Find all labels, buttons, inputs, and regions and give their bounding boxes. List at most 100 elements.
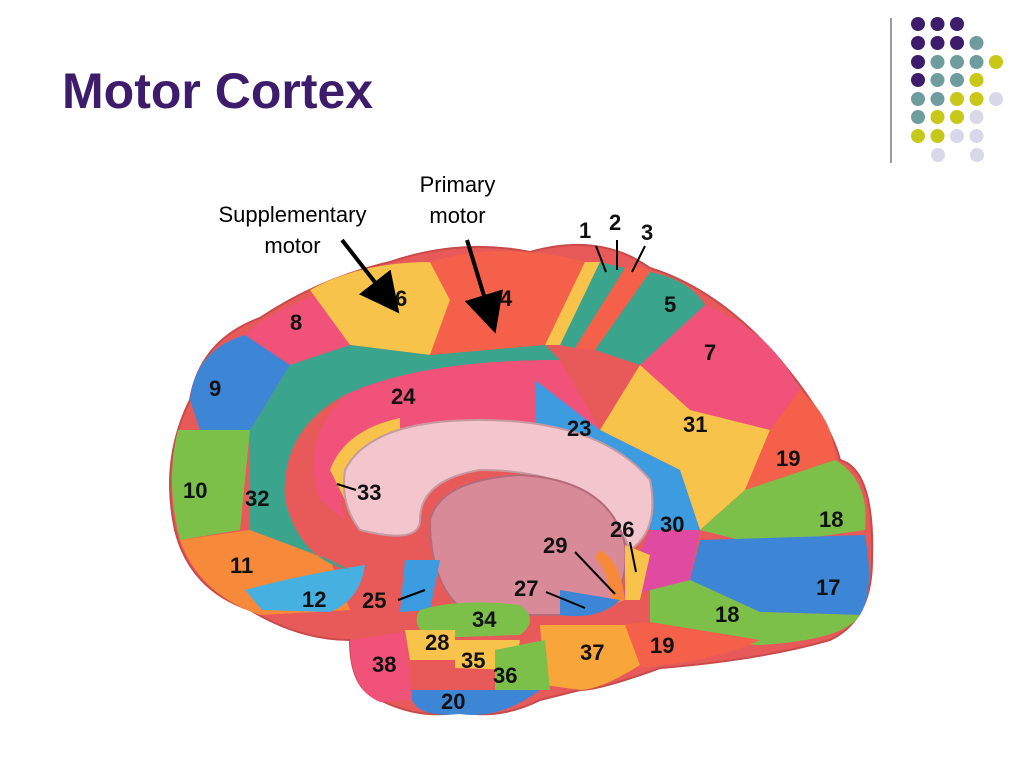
leader-2 xyxy=(631,245,646,273)
decorative-dot xyxy=(911,55,925,69)
area-28 xyxy=(405,630,455,660)
area-34 xyxy=(416,602,530,638)
decorative-dot xyxy=(930,17,945,31)
area-37 xyxy=(540,625,640,690)
area-24 xyxy=(313,360,600,520)
decorative-dot xyxy=(950,92,964,106)
area-5 xyxy=(595,272,705,365)
decorative-dot xyxy=(930,110,945,124)
area-29 xyxy=(595,550,625,605)
area-19b xyxy=(620,622,760,668)
brain-area-label-1: 1 xyxy=(579,218,591,243)
leader-29 xyxy=(574,551,616,595)
slide-title: Motor Cortex xyxy=(62,63,374,119)
brain-area-label-25: 25 xyxy=(362,588,386,613)
area-12 xyxy=(245,565,365,612)
decorative-dot xyxy=(969,92,984,106)
decorative-dot xyxy=(911,129,925,143)
brain-area-label-36: 36 xyxy=(493,663,517,688)
callout-primary-line2: motor xyxy=(429,203,486,228)
area-32 xyxy=(250,345,560,570)
area-25 xyxy=(400,560,440,612)
brain-area-label-19: 19 xyxy=(650,633,674,658)
area-20 xyxy=(412,690,540,715)
decorative-dot xyxy=(911,92,925,106)
brain-area-label-37: 37 xyxy=(580,640,604,665)
brain-area-label-30: 30 xyxy=(660,512,684,537)
leader-26 xyxy=(629,541,637,573)
area-1 xyxy=(560,262,625,348)
area-18b xyxy=(650,580,860,645)
brain-area-label-9: 9 xyxy=(209,376,221,401)
brain-area-label-26: 26 xyxy=(610,517,634,542)
area-2 xyxy=(575,266,650,350)
leader-25 xyxy=(397,589,426,601)
decorative-dot xyxy=(930,55,945,69)
area-9 xyxy=(190,335,290,430)
decorative-divider-line xyxy=(890,18,892,163)
decorative-dot xyxy=(911,17,925,31)
brain-area-label-2: 2 xyxy=(609,210,621,235)
brain-area-label-29: 29 xyxy=(543,533,567,558)
area-18a xyxy=(700,460,866,545)
area-7 xyxy=(640,305,800,430)
area-17 xyxy=(690,535,869,615)
brain-area-label-18: 18 xyxy=(715,602,739,627)
arrow-supplementary xyxy=(340,238,400,314)
decorative-dot xyxy=(989,55,1003,69)
brain-area-label-4: 4 xyxy=(500,286,513,311)
brain-area-label-27: 27 xyxy=(514,576,538,601)
decorative-dot xyxy=(931,148,945,162)
area-26 xyxy=(625,545,650,600)
area-36 xyxy=(495,640,550,690)
callout-primary-motor: Primary motor xyxy=(405,169,510,231)
decorative-dot xyxy=(969,129,984,143)
area-19a xyxy=(745,390,835,490)
brain-area-label-20: 20 xyxy=(441,689,465,714)
decorative-dot xyxy=(950,110,964,124)
decorative-dot xyxy=(970,148,984,162)
brain-area-label-11: 11 xyxy=(230,553,253,578)
decorative-dot xyxy=(969,55,984,69)
brain-area-label-33: 33 xyxy=(357,480,381,505)
callout-supplementary-line1: Supplementary xyxy=(218,202,367,227)
callout-supplementary-line2: motor xyxy=(264,233,321,258)
brain-area-label-28: 28 xyxy=(425,630,449,655)
decorative-dot xyxy=(950,129,964,143)
brain-area-label-10: 10 xyxy=(183,478,207,503)
leader-27 xyxy=(545,591,586,609)
decorative-dot xyxy=(950,17,964,31)
decorative-dot xyxy=(930,36,945,50)
brain-area-label-3: 3 xyxy=(641,220,653,245)
callout-supplementary-motor: Supplementary motor xyxy=(200,199,385,261)
thalamus xyxy=(428,473,627,616)
brain-area-label-31: 31 xyxy=(683,412,707,437)
decorative-dot-grid xyxy=(911,17,1003,162)
area-31 xyxy=(600,365,770,530)
area-27 xyxy=(560,590,620,616)
decorative-dot xyxy=(969,73,984,87)
decorative-dot xyxy=(969,36,984,50)
leader-3 xyxy=(595,245,607,273)
decorative-dot xyxy=(911,110,925,124)
decorative-dot xyxy=(930,92,945,106)
decorative-dot xyxy=(950,55,964,69)
decorative-dot xyxy=(950,36,964,50)
decorative-dot xyxy=(989,92,1003,106)
brain-area-label-18: 18 xyxy=(819,507,843,532)
decorative-dot xyxy=(930,73,945,87)
brain-area-label-24: 24 xyxy=(391,384,416,409)
brain-area-label-12: 12 xyxy=(302,587,326,612)
decorative-dot xyxy=(911,36,925,50)
brain-area-label-17: 17 xyxy=(816,575,840,600)
brain-area-label-5: 5 xyxy=(664,292,676,317)
brain-area-label-32: 32 xyxy=(245,486,269,511)
brain-area-label-38: 38 xyxy=(372,652,396,677)
decorative-dot xyxy=(930,129,945,143)
callout-primary-line1: Primary xyxy=(419,172,496,197)
brain-area-label-23: 23 xyxy=(567,416,591,441)
brain-area-label-19: 19 xyxy=(776,446,800,471)
decorative-dot xyxy=(911,73,925,87)
arrow-primary xyxy=(464,239,503,334)
